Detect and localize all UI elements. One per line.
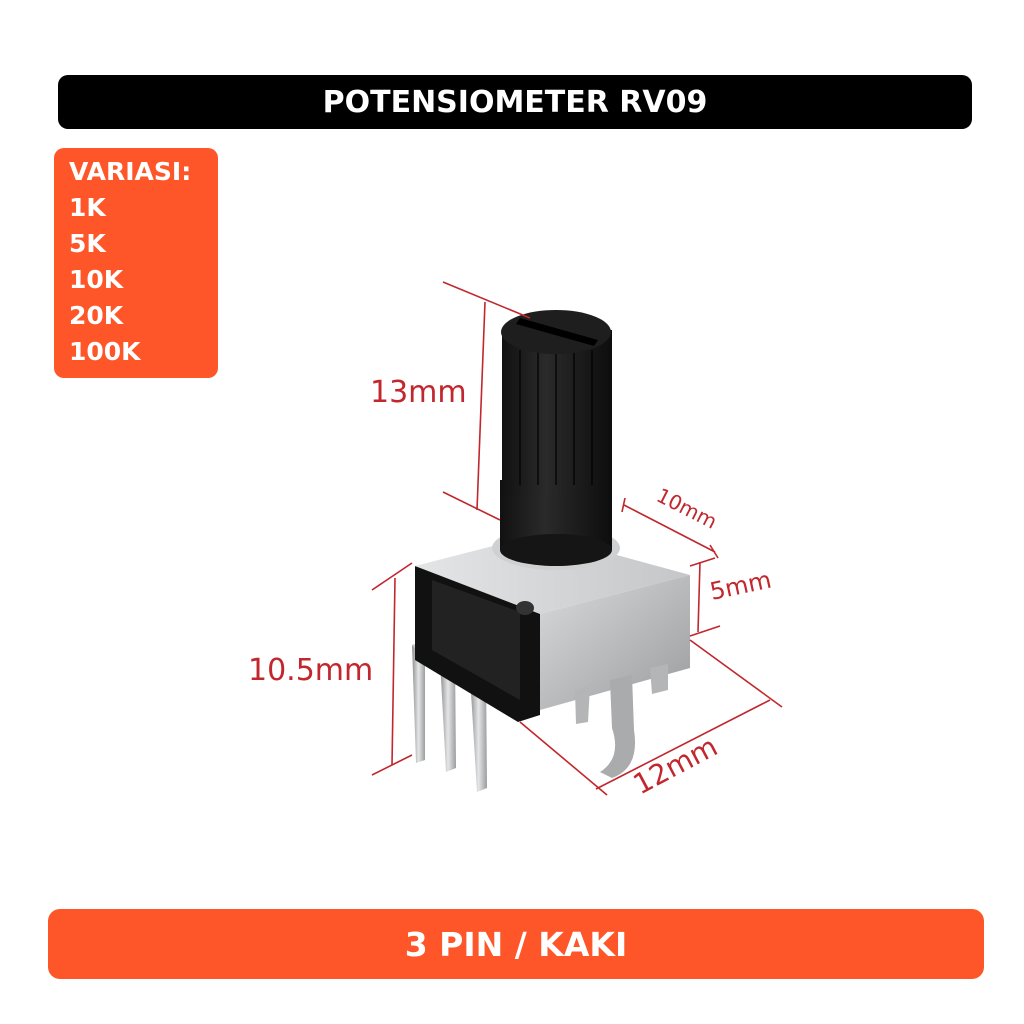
- variant-label: VARIASI:: [69, 157, 192, 186]
- title-banner: POTENSIOMETER RV09: [58, 75, 972, 129]
- product-title: POTENSIOMETER RV09: [322, 84, 708, 120]
- dimension-shaft-height: 13mm: [370, 375, 467, 410]
- dimension-body-width: 12mm: [628, 730, 723, 801]
- dimension-lines: [371, 281, 783, 796]
- dimension-side-height: 5mm: [707, 566, 773, 606]
- dimension-body-depth: 10mm: [653, 483, 721, 534]
- variant-item: 5K: [69, 229, 106, 258]
- pin-count-label: 3 PIN / KAKI: [404, 924, 628, 964]
- variant-item: 10K: [69, 265, 124, 294]
- dimension-total-height: 10.5mm: [248, 653, 373, 688]
- variant-item: 20K: [69, 301, 124, 330]
- variant-item: 1K: [69, 193, 106, 222]
- variant-list-box: VARIASI: 1K 5K 10K 20K 100K: [54, 148, 218, 378]
- pin-count-banner: 3 PIN / KAKI: [48, 909, 984, 979]
- variant-item: 100K: [69, 337, 141, 366]
